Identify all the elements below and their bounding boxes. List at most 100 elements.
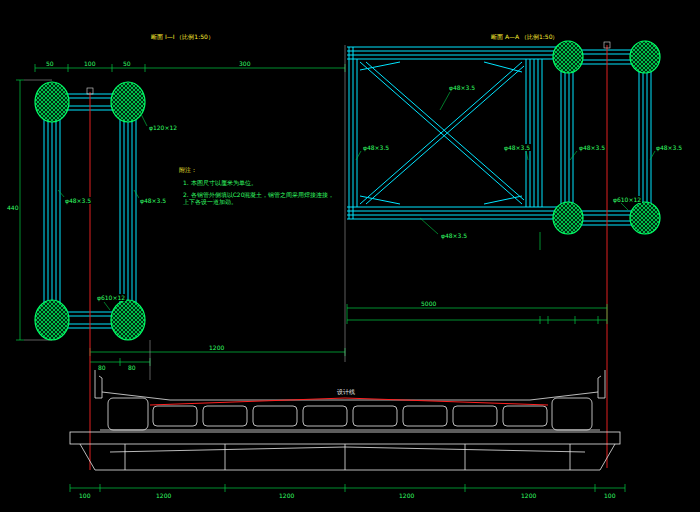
- steel-tubes: [124, 115, 125, 305]
- member-callout: φ48×3.5: [578, 144, 606, 151]
- steel-tubes: [62, 98, 116, 99]
- dimension-lines: [112, 64, 113, 72]
- dimension-value: 1200: [278, 492, 295, 499]
- dimension-lines: [68, 64, 69, 72]
- dimension-lines: [70, 488, 625, 489]
- truss-chords: [349, 47, 350, 219]
- pier-cap: [70, 432, 620, 444]
- section-title: 断面 A—A （比例1:50）: [490, 33, 560, 40]
- dimension-value: 300: [238, 60, 251, 67]
- steel-tubes: [56, 115, 57, 305]
- centre-line: [87, 88, 93, 94]
- centre-line: [607, 45, 608, 468]
- dimension-lines: [345, 484, 346, 492]
- dimension-value: 1200: [520, 492, 537, 499]
- dimension-value: 50: [122, 60, 132, 67]
- dimension-lines: [595, 484, 596, 492]
- dimension-lines: [120, 358, 121, 366]
- member-callout: φ120×12: [148, 124, 178, 131]
- notes-heading: 附注：: [178, 166, 198, 173]
- dimension-value: 440: [6, 204, 19, 211]
- steel-tubes: [62, 106, 116, 107]
- bridge-deck: [100, 430, 600, 431]
- truss-diagonals: [360, 62, 522, 204]
- steel-tubes: [561, 50, 651, 225]
- truss-chords: [347, 47, 560, 219]
- leader-lines: [526, 151, 528, 160]
- truss-chords: [347, 59, 560, 60]
- note-text: 1. 本图尺寸以厘米为单位。: [182, 179, 258, 186]
- truss-chords: [347, 55, 560, 56]
- steel-tubes: [60, 115, 61, 305]
- chord-tubes: [111, 300, 145, 340]
- dimension-lines: [625, 484, 626, 492]
- steel-tubes: [62, 328, 116, 329]
- truss-chords: [347, 211, 560, 212]
- extension-lines: [24, 45, 345, 380]
- dimension-lines: [347, 320, 607, 321]
- dimension-lines: [16, 340, 24, 341]
- bridge-deck: [95, 370, 102, 398]
- section-title: 断面 I—I （比例1:50）: [150, 33, 215, 40]
- truss-diagonals: [366, 66, 524, 204]
- truss-chords: [353, 47, 354, 219]
- steel-tubes: [62, 316, 116, 317]
- chord-tubes: [35, 300, 69, 340]
- truss-chords: [347, 215, 560, 216]
- dimension-value: 1200: [398, 492, 415, 499]
- pier-cap: [125, 444, 126, 470]
- leader-lines: [104, 302, 110, 310]
- dimension-lines: [100, 484, 101, 492]
- truss-chords: [347, 51, 560, 52]
- truss-diagonals: [360, 196, 400, 204]
- pier-cap: [345, 444, 346, 470]
- dimension-lines: [465, 484, 466, 492]
- steel-tubes: [136, 115, 137, 305]
- leader-lines: [440, 92, 450, 110]
- steel-tubes: [62, 312, 116, 313]
- steel-tubes: [565, 70, 566, 205]
- design-line: [150, 398, 548, 405]
- dimension-lines: [607, 304, 608, 324]
- bridge-deck: [453, 406, 497, 426]
- member-callout: φ48×3.5: [440, 232, 468, 239]
- truss-chords: [542, 59, 543, 207]
- chord-tubes: [553, 202, 583, 234]
- centre-line: [87, 88, 93, 470]
- bridge-deck: [353, 406, 397, 426]
- dimension-lines: [598, 316, 599, 324]
- bridge-deck: [203, 406, 247, 426]
- steel-tubes: [120, 115, 121, 305]
- truss-chords: [530, 59, 531, 207]
- dimension-value: 80: [127, 364, 137, 371]
- centre-line: [604, 42, 610, 468]
- member-callout: φ610×12: [96, 294, 126, 301]
- extension-lines: [150, 340, 151, 380]
- pier-cap: [70, 432, 620, 470]
- dimension-lines: [225, 484, 226, 492]
- truss-diagonals: [360, 62, 522, 204]
- steel-tubes: [62, 324, 116, 325]
- dimension-lines: [548, 316, 549, 324]
- dimension-lines: [540, 316, 541, 324]
- steel-tubes: [639, 70, 640, 205]
- truss-diagonals: [366, 62, 524, 200]
- design-line: [150, 398, 548, 405]
- dimension-value: 50: [45, 60, 55, 67]
- truss-chords: [347, 207, 560, 208]
- dimension-lines: [347, 304, 348, 324]
- truss-chords: [347, 219, 560, 220]
- bridge-deck: [503, 406, 547, 426]
- dimension-lines: [35, 68, 345, 69]
- bridge-deck: [95, 370, 605, 430]
- leader-lines: [140, 112, 147, 126]
- dimension-lines: [90, 352, 345, 353]
- chord-tubes: [553, 41, 583, 73]
- truss-chords: [357, 59, 358, 207]
- dimension-lines: [35, 64, 36, 72]
- dimension-lines: [16, 80, 24, 81]
- dimension-value: 100: [83, 60, 96, 67]
- dimension-lines: [145, 64, 146, 72]
